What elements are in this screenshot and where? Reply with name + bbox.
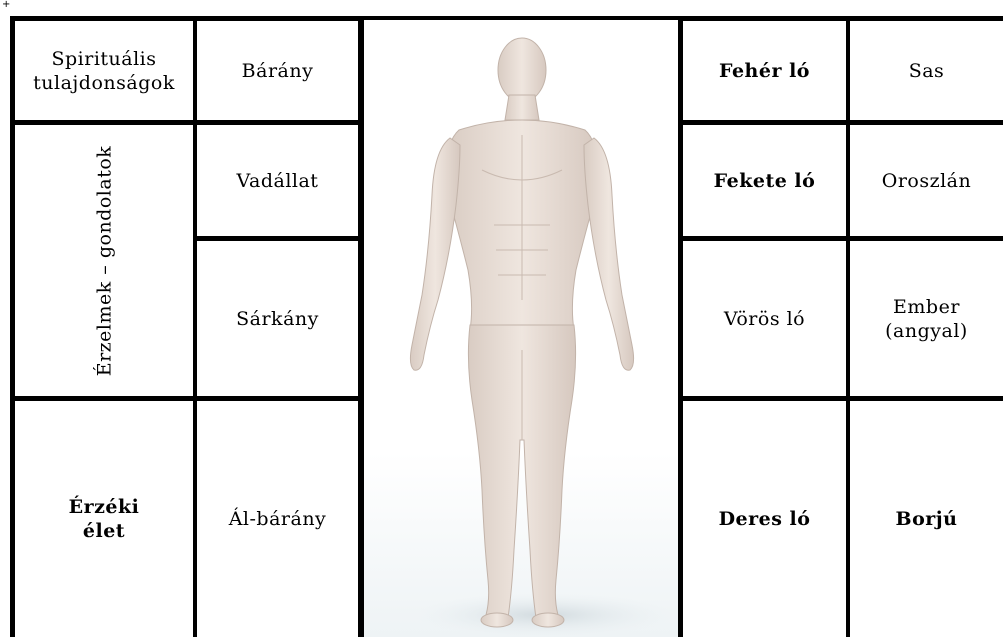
cell-white-horse: Fehér ló [683,21,846,120]
cell-false-lamb: Ál-bárány [197,401,358,637]
cell-sensual-life: Érzéki élet [15,401,193,637]
cell-text-line: Ember [893,295,960,319]
cell-text: Fekete ló [714,169,816,193]
cell-lion: Oroszlán [850,125,1003,236]
cell-red-horse: Vörös ló [683,241,846,396]
human-body-figure-icon [364,20,678,637]
cell-black-horse: Fekete ló [683,125,846,236]
cell-text: Fehér ló [719,59,810,83]
cell-text-line: tulajdonságok [33,71,175,95]
cell-text: Oroszlán [882,169,972,193]
cell-text-line: élet [83,519,125,543]
cell-dragon: Sárkány [197,241,358,396]
cell-text-line: Spirituális [51,47,156,71]
cell-text: Deres ló [719,507,811,531]
cell-beast: Vadállat [197,125,358,236]
cell-text-line: Érzéki [69,495,140,519]
human-figure-panel [364,20,678,637]
cell-text: Vadállat [237,169,319,193]
cell-text: Bárány [242,59,314,83]
cell-text: Borjú [896,507,958,531]
cell-text: Ál-bárány [229,507,327,531]
cell-text: Sárkány [236,307,319,331]
cell-text: Sas [909,59,945,83]
cell-lamb: Bárány [197,21,358,120]
cell-eagle: Sas [850,21,1003,120]
cell-text: Vörös ló [724,307,805,331]
corner-mark: + [2,0,10,10]
cell-spiritual-qualities: Spirituális tulajdonságok [15,21,193,120]
cell-man-angel: Ember (angyal) [850,241,1003,396]
cell-text-line: (angyal) [885,319,968,343]
cell-emotions-thoughts: Érzelmek – gondolatok [15,125,193,396]
cell-calf: Borjú [850,401,1003,637]
cell-dapple-horse: Deres ló [683,401,846,637]
cell-text-vertical: Érzelmek – gondolatok [92,145,116,376]
